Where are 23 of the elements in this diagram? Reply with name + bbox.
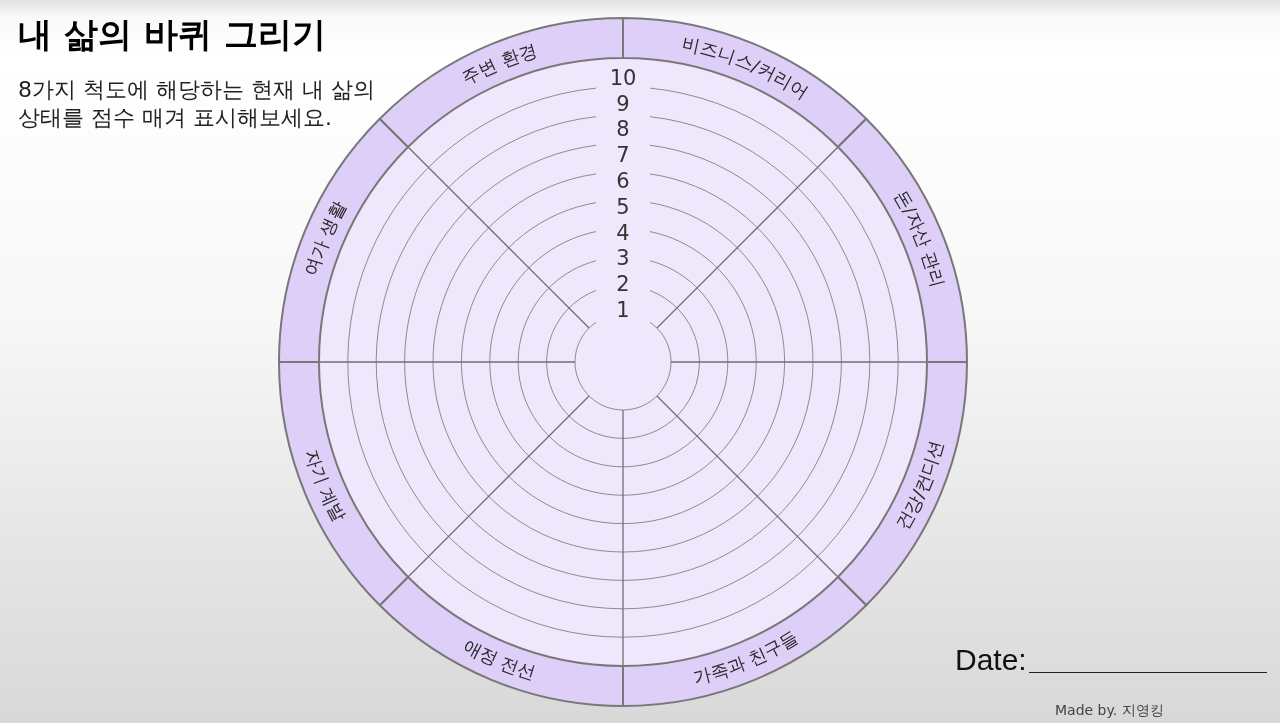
segment-label: 여가 생활 bbox=[299, 197, 350, 279]
page-title: 내 삶의 바퀴 그리기 bbox=[18, 13, 326, 56]
scale-number: 9 bbox=[615, 91, 630, 116]
instruction-text: 8가지 척도에 해당하는 현재 내 삶의 상태를 점수 매겨 표시해보세요. bbox=[18, 76, 376, 132]
scale-number: 3 bbox=[615, 246, 630, 271]
wheel-segment bbox=[836, 117, 968, 363]
scale-number: 2 bbox=[615, 272, 630, 297]
scale-number: 5 bbox=[615, 194, 630, 219]
credit-text: Made by. 지영킹 bbox=[1055, 701, 1164, 719]
wheel-segment bbox=[378, 575, 624, 707]
scale-number: 7 bbox=[615, 143, 630, 168]
segment-label: 주변 환경 bbox=[457, 39, 539, 89]
segment-label: 자기 계발 bbox=[300, 446, 350, 526]
scale-number: 4 bbox=[615, 220, 630, 245]
scale-number: 10 bbox=[609, 65, 636, 90]
field-label: Date: bbox=[955, 643, 1027, 676]
scale-number: 1 bbox=[615, 297, 630, 322]
scale-number: 6 bbox=[615, 168, 630, 193]
wheel-segment bbox=[621, 575, 867, 707]
scale-number: 8 bbox=[615, 117, 630, 142]
wheel-segment bbox=[836, 361, 968, 607]
wheel-segment bbox=[277, 361, 409, 607]
segment-label: 애정 전선 bbox=[459, 635, 538, 684]
